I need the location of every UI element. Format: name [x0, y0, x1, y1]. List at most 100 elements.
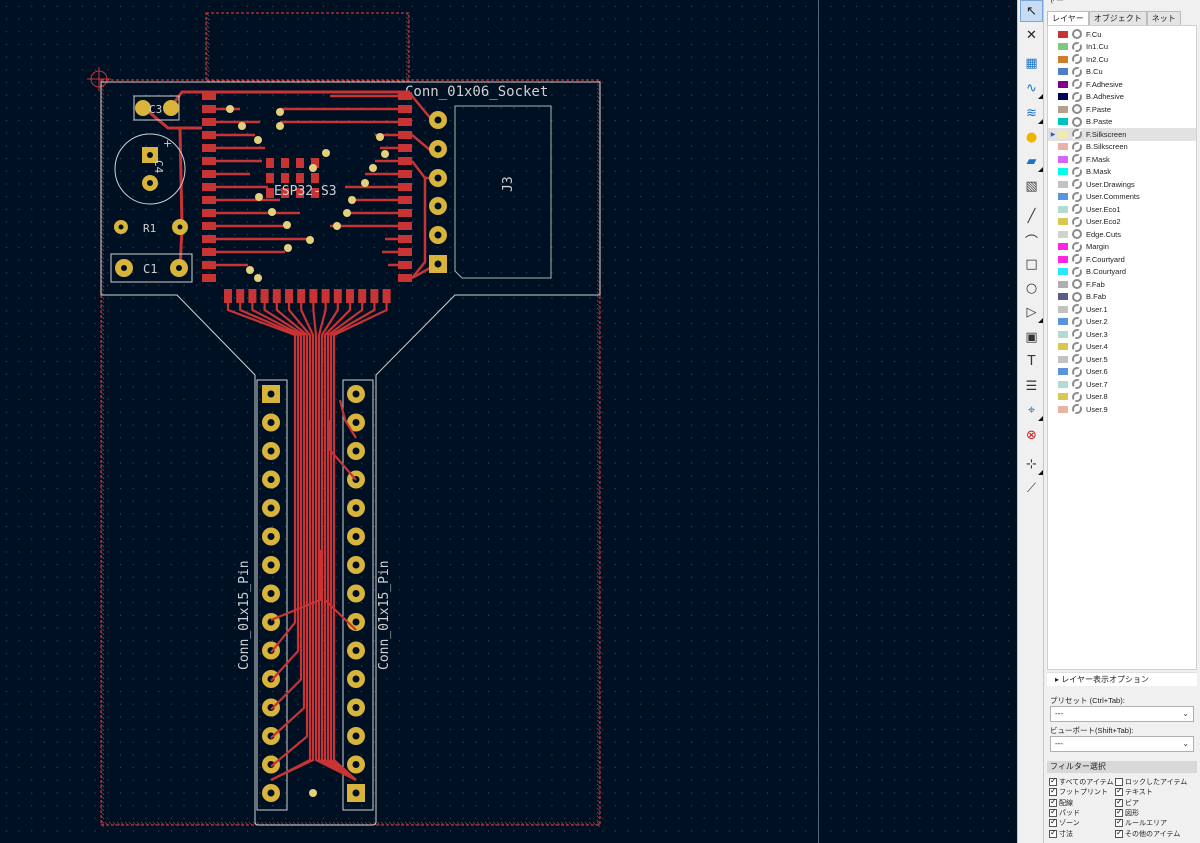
module-pad[interactable]	[398, 209, 412, 217]
checkbox-icon[interactable]	[1115, 817, 1123, 828]
filter-checkbox[interactable]: その他のアイテム	[1115, 828, 1180, 839]
module-pad[interactable]	[260, 289, 269, 303]
layer-color-swatch[interactable]	[1058, 405, 1068, 413]
rule-area-icon[interactable]: ▧	[1025, 178, 1038, 194]
eye-icon[interactable]	[1072, 229, 1082, 240]
text-icon[interactable]: T	[1027, 353, 1036, 369]
eye-off-icon[interactable]	[1072, 129, 1082, 140]
via[interactable]	[254, 274, 262, 282]
via[interactable]	[226, 105, 234, 113]
module-thermal-pad[interactable]	[311, 158, 319, 168]
module-pad[interactable]	[358, 289, 367, 303]
viewport-select[interactable]: ---⌄	[1050, 736, 1194, 752]
eye-icon[interactable]	[1072, 29, 1082, 40]
module-pad[interactable]	[202, 131, 216, 139]
module-pad[interactable]	[398, 157, 412, 165]
module-pad[interactable]	[398, 261, 412, 269]
eye-off-icon[interactable]	[1072, 191, 1082, 202]
eye-off-icon[interactable]	[1072, 254, 1082, 265]
r1-label[interactable]: R1	[143, 222, 156, 235]
layer-color-swatch[interactable]	[1058, 393, 1068, 401]
layer-row[interactable]: User.5	[1048, 353, 1196, 366]
layer-row[interactable]: B.Adhesive	[1048, 91, 1196, 104]
module-pad[interactable]	[398, 196, 412, 204]
tab-2[interactable]: ネット	[1146, 11, 1181, 25]
module-pad[interactable]	[202, 144, 216, 152]
layer-row[interactable]: F.Fab	[1048, 278, 1196, 291]
eye-off-icon[interactable]	[1072, 179, 1082, 190]
module-pad[interactable]	[333, 289, 342, 303]
layer-color-swatch[interactable]	[1058, 68, 1068, 76]
polygon-icon[interactable]: ▷	[1020, 301, 1043, 323]
layer-color-swatch[interactable]	[1058, 305, 1068, 313]
module-pad[interactable]	[346, 289, 354, 303]
module-thermal-pad[interactable]	[296, 173, 304, 183]
eye-off-icon[interactable]	[1072, 391, 1082, 402]
via[interactable]	[255, 193, 263, 201]
eye-off-icon[interactable]	[1072, 66, 1082, 77]
measure-icon[interactable]: ⟋	[1026, 480, 1037, 496]
j3-label[interactable]: J3	[501, 176, 516, 192]
layer-color-swatch[interactable]	[1058, 193, 1068, 201]
layer-color-swatch[interactable]	[1058, 355, 1068, 363]
preset-select[interactable]: ---⌄	[1050, 706, 1194, 722]
layer-row[interactable]: F.Courtyard	[1048, 253, 1196, 266]
filter-checkbox[interactable]: 寸法	[1049, 828, 1073, 839]
layer-color-swatch[interactable]	[1058, 180, 1068, 188]
route-track-icon[interactable]: ∿	[1020, 77, 1043, 99]
layer-color-swatch[interactable]	[1058, 380, 1068, 388]
select-icon[interactable]: ↖	[1020, 0, 1043, 22]
module-pad[interactable]	[202, 235, 216, 243]
module-pad[interactable]	[398, 92, 412, 100]
layer-row[interactable]: F.Cu	[1048, 28, 1196, 41]
module-pad[interactable]	[202, 261, 216, 269]
via[interactable]	[268, 208, 276, 216]
via[interactable]	[361, 179, 369, 187]
via[interactable]	[322, 149, 330, 157]
filter-checkbox[interactable]: ロックしたアイテム	[1115, 777, 1187, 787]
filter-checkbox[interactable]: ルールエリア	[1115, 817, 1167, 828]
c1-label[interactable]: C1	[143, 262, 157, 276]
module-pad[interactable]	[398, 105, 412, 113]
module-pad[interactable]	[272, 289, 281, 303]
checkbox-icon[interactable]	[1115, 778, 1123, 786]
checkbox-icon[interactable]	[1049, 807, 1057, 817]
layer-row[interactable]: B.Silkscreen	[1048, 141, 1196, 154]
via[interactable]	[348, 196, 356, 204]
checkbox-icon[interactable]	[1049, 776, 1057, 786]
eye-icon[interactable]	[1072, 116, 1082, 127]
layer-row[interactable]: B.Courtyard	[1048, 266, 1196, 279]
eye-off-icon[interactable]	[1072, 154, 1082, 165]
module-pad[interactable]	[202, 170, 216, 178]
via[interactable]	[283, 221, 291, 229]
via[interactable]	[238, 122, 246, 130]
layer-color-swatch[interactable]	[1058, 218, 1068, 226]
layer-color-swatch[interactable]	[1058, 93, 1068, 101]
module-pad[interactable]	[398, 118, 412, 126]
right-header-label[interactable]: Conn_01x15_Pin	[377, 560, 392, 670]
layer-row[interactable]: User.Drawings	[1048, 178, 1196, 191]
module-pad[interactable]	[398, 131, 412, 139]
layer-color-swatch[interactable]	[1058, 55, 1068, 63]
layer-color-swatch[interactable]	[1058, 368, 1068, 376]
layer-color-swatch[interactable]	[1058, 43, 1068, 51]
eye-off-icon[interactable]	[1072, 266, 1082, 277]
module-thermal-pad[interactable]	[281, 158, 289, 168]
c3-pad[interactable]	[163, 100, 179, 116]
layer-row[interactable]: User.2	[1048, 316, 1196, 329]
layer-color-swatch[interactable]	[1058, 143, 1068, 151]
module-pad[interactable]	[202, 248, 216, 256]
module-thermal-pad[interactable]	[266, 188, 274, 198]
via[interactable]	[254, 136, 262, 144]
layer-row[interactable]: User.Eco2	[1048, 216, 1196, 229]
module-thermal-pad[interactable]	[266, 173, 274, 183]
via[interactable]	[343, 209, 351, 217]
layer-row[interactable]: B.Cu	[1048, 66, 1196, 79]
via-icon[interactable]: ●	[1025, 129, 1038, 145]
module-pad[interactable]	[321, 289, 330, 303]
via[interactable]	[309, 164, 317, 172]
route-diff-pair-icon[interactable]: ≋	[1020, 102, 1043, 124]
layer-row[interactable]: User.6	[1048, 366, 1196, 379]
eye-off-icon[interactable]	[1072, 341, 1082, 352]
layer-color-swatch[interactable]	[1058, 130, 1068, 138]
